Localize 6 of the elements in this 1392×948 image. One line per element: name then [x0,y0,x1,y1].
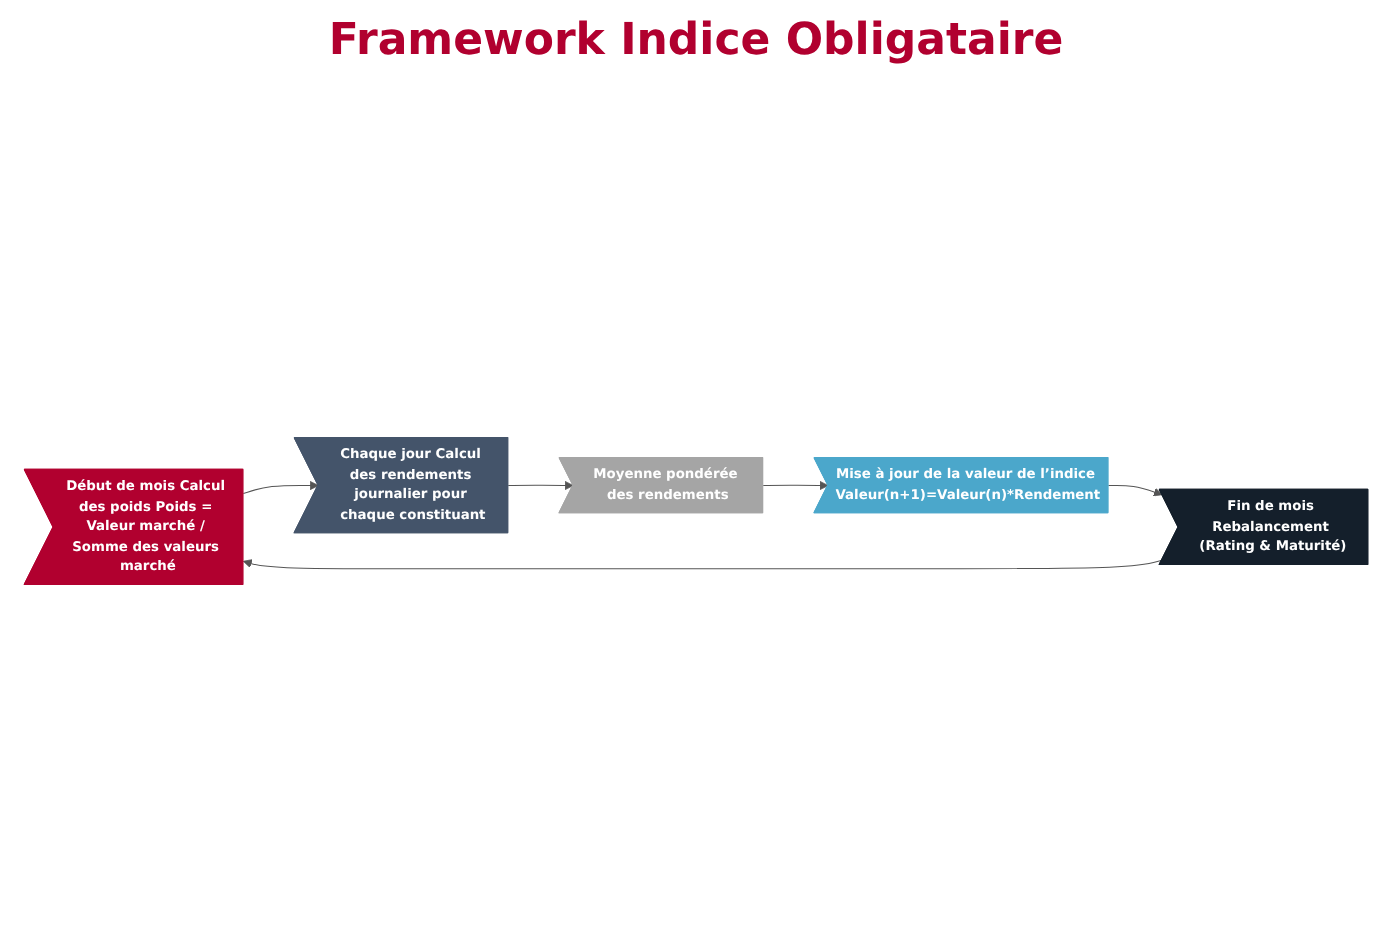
arrow [1107,484,1163,497]
arrow [242,559,1163,570]
arrow [762,481,829,490]
diagram-title: Framework Indice Obligataire [328,16,1064,66]
arrow [507,481,574,490]
arrow [242,481,319,495]
